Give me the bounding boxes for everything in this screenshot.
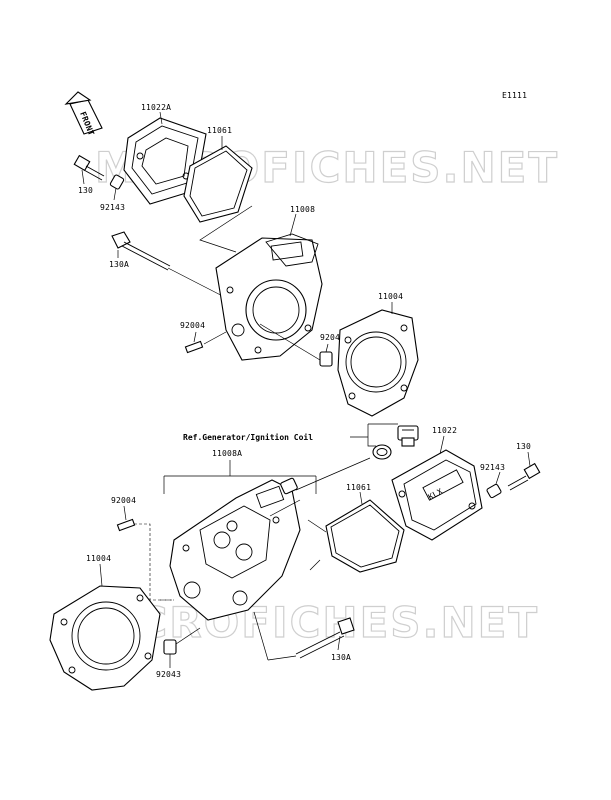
callout-11022-bottom: 11022 <box>432 426 457 435</box>
o-ring <box>372 444 392 460</box>
callout-11004-top: 11004 <box>378 292 403 301</box>
cylinder-head-bottom-fitting <box>280 477 298 495</box>
callout-130A-bottom: 130A <box>331 653 351 662</box>
callout-11004-bottom: 11004 <box>86 554 111 563</box>
callout-11061-bottom: 11061 <box>346 483 371 492</box>
dowel-92043-top <box>319 351 333 367</box>
diagram-code: E1111 <box>502 91 527 100</box>
stud-92004-top <box>184 340 204 354</box>
stud-bolt-130A-top <box>111 231 171 271</box>
head-cover-gasket-top <box>183 145 253 223</box>
callout-92004-top: 92004 <box>180 321 205 330</box>
reference-note: Ref.Generator/Ignition Coil <box>183 432 313 442</box>
collar-92143-bottom <box>486 483 502 499</box>
bolt-130-top <box>73 154 105 181</box>
bolt-130-bottom <box>507 462 541 491</box>
cylinder-head-top <box>215 233 323 361</box>
callout-11022A-top: 11022A <box>141 103 171 112</box>
stud-bolt-130A-bottom <box>295 617 355 659</box>
cylinder-head-bottom <box>169 479 301 621</box>
oil-plug <box>397 425 419 447</box>
callout-130-bottom: 130 <box>516 442 531 451</box>
head-gasket-bottom <box>49 585 161 691</box>
head-cover-gasket-bottom <box>325 499 405 573</box>
callout-130A-top: 130A <box>109 260 129 269</box>
dowel-92043-bottom <box>163 639 177 655</box>
callout-92143-top: 92143 <box>100 203 125 212</box>
collar-92143-top <box>109 174 125 190</box>
front-arrow-icon: FRONT <box>64 91 103 137</box>
callout-92043-bottom: 92043 <box>156 670 181 679</box>
head-gasket-top <box>337 309 419 417</box>
callout-11008-top: 11008 <box>290 205 315 214</box>
callout-92043-top: 92043 <box>320 333 345 342</box>
cylinder-head-cover-bottom: KLX <box>391 449 483 541</box>
stud-92004-bottom <box>116 518 136 532</box>
callout-11061-top: 11061 <box>207 126 232 135</box>
callout-92143-bottom: 92143 <box>480 463 505 472</box>
callout-11008A-bottom: 11008A <box>212 449 242 458</box>
callout-130-top: 130 <box>78 186 93 195</box>
callout-92004-bottom: 92004 <box>111 496 136 505</box>
